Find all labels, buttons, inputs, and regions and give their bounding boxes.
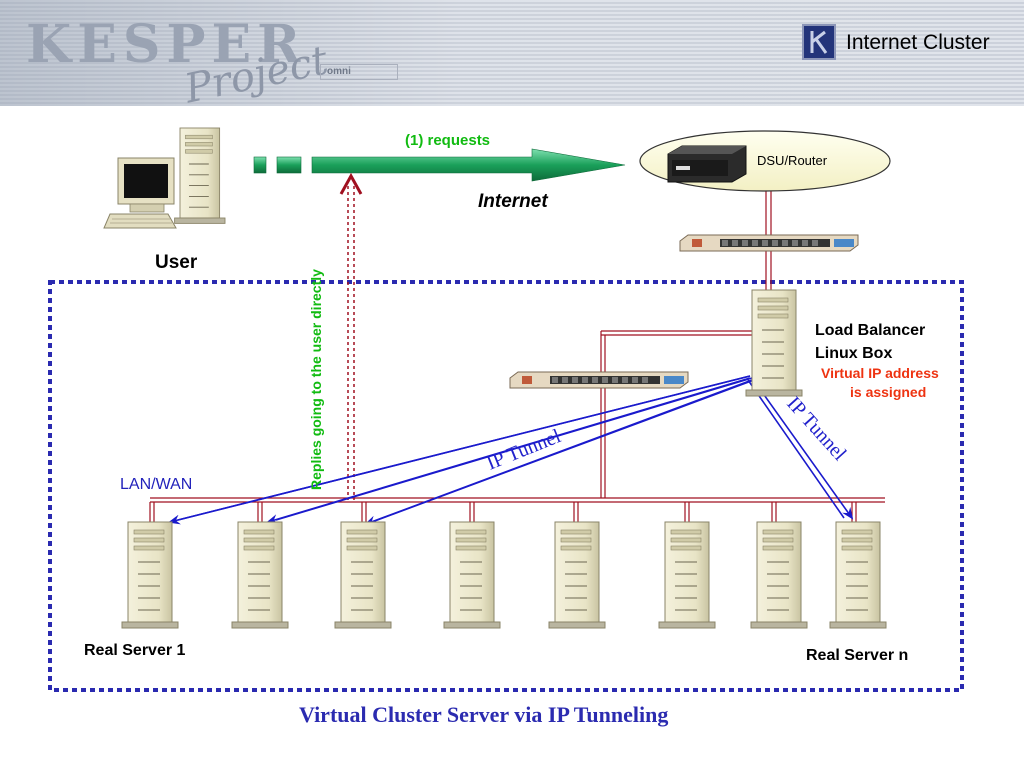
reply-path <box>339 172 363 500</box>
load-balancer-label-line1: Load Balancer <box>815 322 926 339</box>
brand-logo-icon <box>802 24 836 60</box>
real-server-1-label: Real Server 1 <box>84 642 186 659</box>
network-wiring <box>149 188 885 522</box>
request-arrow <box>253 148 626 182</box>
switch-icon-lan <box>509 371 689 389</box>
dsu-router <box>639 130 891 192</box>
requests-label: (1) requests <box>405 132 491 149</box>
dsu-router-label: DSU/Router <box>757 153 828 168</box>
load-balancer-label-line2: Linux Box <box>815 345 893 362</box>
user-label: User <box>155 252 198 273</box>
server-icon-1 <box>121 521 179 629</box>
server-icon-2 <box>231 521 289 629</box>
replies-label: Replies going to the user directly <box>308 269 324 490</box>
internet-label: Internet <box>478 191 548 212</box>
ip-tunnel-arrows <box>168 375 854 526</box>
load-balancer-server-icon <box>745 289 803 397</box>
lan-wan-label: LAN/WAN <box>120 476 193 493</box>
real-server-n-label: Real Server n <box>806 647 909 664</box>
server-icon-3 <box>334 521 392 629</box>
page-title: Internet Cluster <box>846 31 990 54</box>
cluster-boundary <box>48 280 964 692</box>
real-servers <box>121 521 887 629</box>
ip-tunnel-right-label: IP Tunnel <box>782 393 851 466</box>
vip-label-line2: is assigned <box>850 384 927 400</box>
server-icon-5 <box>548 521 606 629</box>
header-shade <box>0 0 1024 106</box>
switch-icon-router <box>679 234 859 252</box>
diagram-caption: Virtual Cluster Server via IP Tunneling <box>299 702 669 727</box>
server-icon-7 <box>750 521 808 629</box>
router-icon <box>667 145 747 183</box>
server-icon-n <box>829 521 887 629</box>
server-icon-4 <box>443 521 501 629</box>
logo-text: KESPER <box>26 14 307 75</box>
vip-label-line1: Virtual IP address <box>821 365 939 381</box>
logo-badge: omni <box>320 64 398 80</box>
computer-icon <box>103 127 226 229</box>
server-icon-6 <box>658 521 716 629</box>
